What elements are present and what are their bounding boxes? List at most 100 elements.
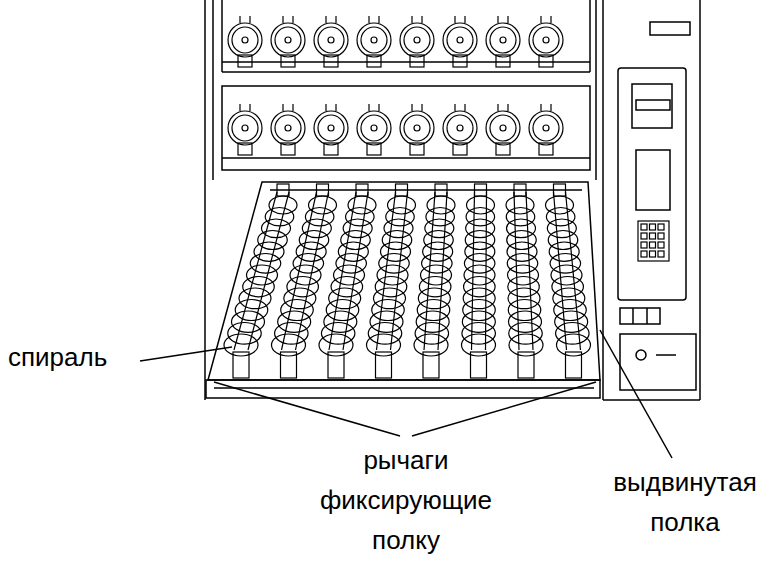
spiral-coil (224, 334, 258, 356)
spiral-coil (553, 288, 585, 309)
spiral-coil (467, 196, 495, 214)
spiral-coil (418, 288, 450, 309)
frame-line (603, 399, 700, 401)
spiral-bracket (335, 16, 336, 23)
spiral-bracket (507, 104, 508, 111)
spiral-coil (465, 231, 495, 250)
spiral-holder (238, 55, 252, 67)
spiral-motor-mount (317, 184, 329, 196)
spiral-coil (375, 277, 407, 297)
spiral-bracket (454, 16, 455, 23)
spiral-channel (248, 192, 289, 350)
spiral-channel (554, 192, 567, 350)
spiral-end (443, 23, 477, 57)
spiral-channel (472, 192, 475, 350)
spiral-channel (343, 192, 368, 350)
spiral-motor-mount (396, 184, 408, 196)
spiral-channel (282, 192, 317, 350)
spiral-end (228, 111, 262, 145)
spiral-coil (462, 311, 495, 332)
spiral-end (447, 27, 473, 53)
spiral-bracket (411, 16, 412, 23)
spiral-coil (464, 254, 495, 274)
spiral-end (400, 23, 434, 57)
shelf-edge (214, 387, 594, 389)
spiral-hub (500, 125, 506, 131)
spiral-coil (265, 208, 294, 226)
keypad-key (641, 233, 647, 239)
spiral-bracket (411, 104, 412, 111)
shelf-box (222, 86, 590, 170)
spiral-coil (367, 334, 401, 356)
spiral-coil (508, 265, 539, 285)
spiral-channel (234, 192, 277, 350)
spiral-coil (549, 242, 579, 261)
spiral-holder (453, 55, 467, 67)
spiral-bracket (464, 16, 465, 23)
spiral-end (361, 115, 387, 141)
spiral-bracket (550, 104, 551, 111)
control-unit (618, 68, 686, 300)
spiral-end (443, 111, 477, 145)
keypad-key (641, 242, 647, 248)
spiral-coil (509, 311, 542, 332)
spiral-holder (410, 55, 424, 67)
spiral-coil (334, 265, 365, 285)
spiral-holder (281, 352, 297, 378)
coin-slot (620, 308, 660, 324)
spiral-coil (336, 254, 367, 274)
spiral-channel (566, 192, 581, 350)
spiral-motor-mount (514, 184, 526, 196)
spiral-coil (421, 265, 452, 285)
leader-line (600, 330, 672, 458)
spiral-bracket (540, 104, 541, 111)
spiral-motor-mount (277, 184, 289, 196)
spiral-holder (539, 55, 553, 67)
spiral-motor-mount (435, 184, 447, 196)
spiral-coil (275, 323, 309, 345)
spiral-coil (464, 265, 495, 285)
spiral-hub (414, 37, 420, 43)
spiral-hub (457, 125, 463, 131)
spiral-coil (506, 208, 535, 226)
leader-line (140, 347, 232, 361)
spiral-hub (285, 37, 291, 43)
spiral-coil (466, 208, 495, 226)
spiral-coil (462, 334, 496, 356)
part-label: спираль (8, 337, 107, 377)
spiral-coil (331, 277, 363, 297)
spiral-coil (374, 288, 406, 309)
spiral-channel (486, 192, 487, 350)
spiral-end (533, 115, 559, 141)
spiral-coil (555, 311, 588, 332)
spiral-holder (324, 55, 338, 67)
shelf-edge (222, 71, 590, 73)
spiral-coil (554, 300, 587, 321)
spiral-end (232, 27, 258, 53)
machine-body (140, 0, 700, 458)
spiral-bracket (335, 104, 336, 111)
frame-line (204, 0, 206, 400)
coin-slot-line (646, 308, 648, 324)
spiral-coil (507, 242, 537, 261)
spiral-hub (371, 37, 377, 43)
spiral-holder (410, 143, 424, 155)
frame-line (602, 0, 604, 400)
spiral-bracket (507, 16, 508, 23)
spiral-hub (328, 37, 334, 43)
spiral-coil (415, 323, 449, 345)
spiral-bracket (249, 16, 250, 23)
spiral-coil (508, 288, 540, 309)
spiral-end (318, 27, 344, 53)
spiral-coil (278, 311, 311, 332)
spiral-coil (281, 300, 314, 321)
keypad-key (650, 224, 656, 230)
frame-line (212, 0, 214, 180)
spiral-hub (457, 37, 463, 43)
spiral-motor-mount (356, 184, 368, 196)
spiral-bracket (325, 104, 326, 111)
spiral-bracket (497, 104, 498, 111)
spiral-holder (367, 143, 381, 155)
spiral-hub (543, 37, 549, 43)
spiral-coil (329, 288, 361, 309)
